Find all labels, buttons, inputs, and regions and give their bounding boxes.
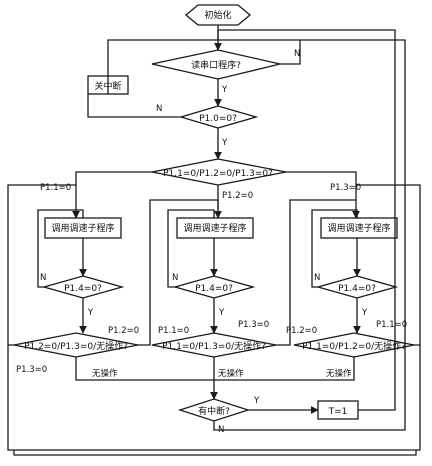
speed-sub-label-2: 调用调速子程序	[183, 222, 246, 234]
mode-3-p12-label: P1.2=0	[286, 326, 317, 336]
interrupt-label: 有中断?	[198, 405, 230, 417]
p14-2-n-label: N	[172, 273, 178, 283]
mode-decision-3: P1.1=0/P1.2=0/无操作?	[293, 332, 415, 358]
t1-box: T=1	[317, 400, 359, 420]
p14-3-n-label: N	[314, 273, 320, 283]
read-serial-n-label: N	[294, 49, 300, 59]
p14-decision-3: P1.4=0?	[315, 275, 399, 299]
read-serial-label: 读串口程序?	[191, 59, 241, 71]
interrupt-n-label: N	[218, 425, 224, 435]
p14-1-y-label: Y	[87, 308, 94, 318]
start-node: 初始化	[184, 4, 252, 26]
p10-decision: P1.0=0?	[178, 105, 259, 129]
mode-label-2: P1.1=0/P1.3=0/无操作?	[162, 340, 266, 352]
interrupt-decision: 有中断?	[177, 398, 251, 422]
p11-p13-label: P1.1=0/P1.2=0/P1.3=0?	[163, 169, 273, 179]
mode-label-1: P1.2=0/P1.3=0/无操作?	[24, 340, 128, 352]
p14-3-y-label: Y	[361, 308, 368, 318]
mode-decision-2: P1.1=0/P1.3=0/无操作?	[151, 332, 277, 358]
interrupt-y-label: Y	[253, 396, 260, 406]
speed-sub-box-2: 调用调速子程序	[176, 217, 254, 239]
p14-2-y-label: Y	[218, 308, 225, 318]
mode-2-p13-label: P1.3=0	[238, 320, 269, 330]
speed-sub-label-1: 调用调速子程序	[51, 222, 114, 234]
connectors	[7, 25, 421, 456]
mode-2-p11-label: P1.1=0	[158, 326, 189, 336]
read-serial-y-label: Y	[221, 85, 228, 95]
mode-3-p11-label: P1.1=0	[376, 320, 407, 330]
mode-1-noop-label: 无操作	[92, 368, 118, 379]
mode-label-3: P1.1=0/P1.2=0/无操作?	[302, 340, 406, 352]
t1-label: T=1	[328, 407, 348, 417]
p14-label-2: P1.4=0?	[195, 284, 233, 294]
p14-label-3: P1.4=0?	[338, 284, 376, 294]
mode-1-p12-label: P1.2=0	[108, 326, 139, 336]
speed-sub-label-3: 调用调速子程序	[327, 222, 390, 234]
start-label: 初始化	[204, 9, 231, 21]
p14-1-n-label: N	[40, 273, 46, 283]
mode-2-noop-label: 无操作	[218, 368, 244, 379]
mode-decision-1: P1.2=0/P1.3=0/无操作?	[13, 332, 139, 358]
branch-p13-label: P1.3=0	[330, 183, 361, 193]
speed-sub-box-3: 调用调速子程序	[320, 217, 398, 239]
mode-1-p13-label: P1.3=0	[16, 365, 47, 375]
branch-p12-label: P1.2=0	[222, 191, 253, 201]
p10-n-label: N	[156, 104, 162, 114]
p14-decision-1: P1.4=0?	[41, 275, 125, 299]
p11-p13-decision: P1.1=0/P1.2=0/P1.3=0?	[151, 158, 287, 186]
edge-labels: N Y N Y P1.1=0 P1.2=0 P1.3=0 N Y N Y N Y…	[16, 49, 407, 435]
p14-label-1: P1.4=0?	[64, 284, 102, 294]
mode-3-noop-label: 无操作	[326, 368, 352, 379]
branch-p11-label: P1.1=0	[40, 183, 71, 193]
p14-decision-2: P1.4=0?	[172, 275, 256, 299]
speed-sub-box-1: 调用调速子程序	[44, 217, 122, 239]
read-serial-decision: 读串口程序?	[151, 49, 281, 80]
p10-y-label: Y	[221, 138, 228, 148]
p10-label: P1.0=0?	[199, 114, 237, 124]
